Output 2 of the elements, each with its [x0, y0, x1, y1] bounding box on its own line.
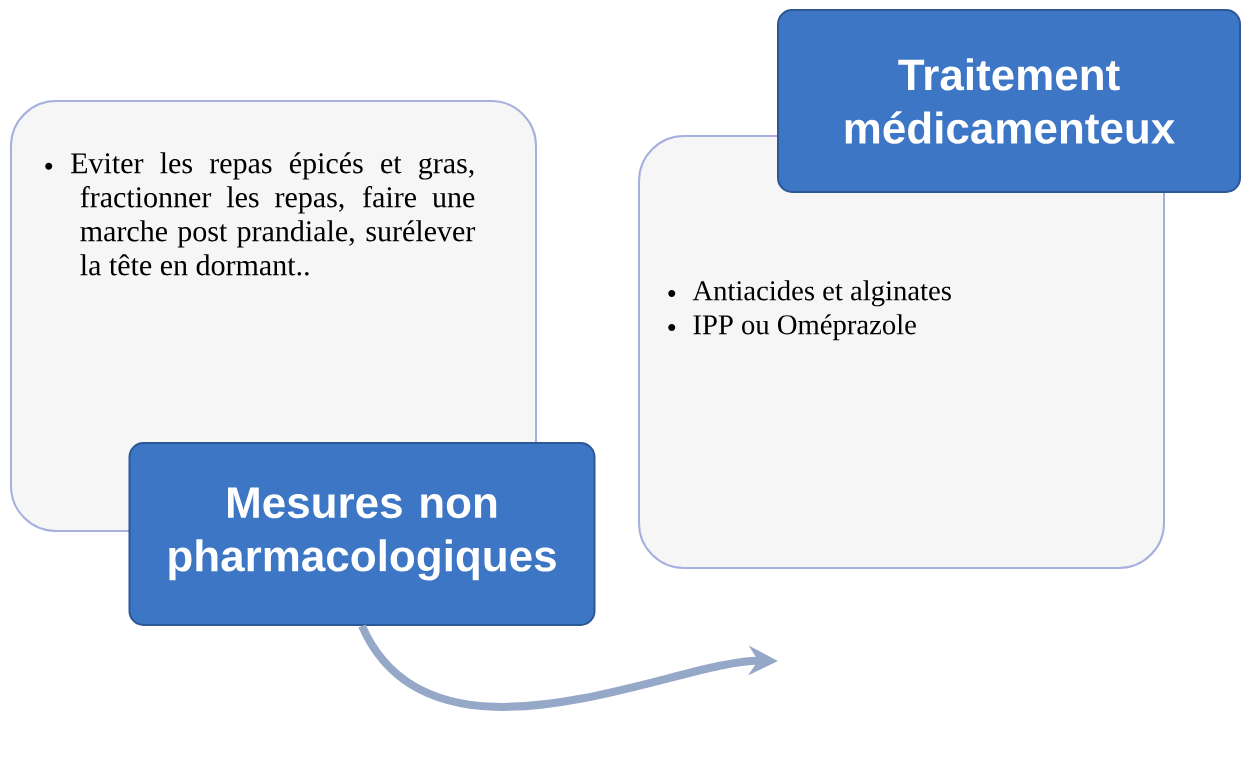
title-banner: Traitement médicamenteux — [777, 9, 1241, 193]
title-banner: Mesures non pharmacologiques — [128, 442, 596, 626]
